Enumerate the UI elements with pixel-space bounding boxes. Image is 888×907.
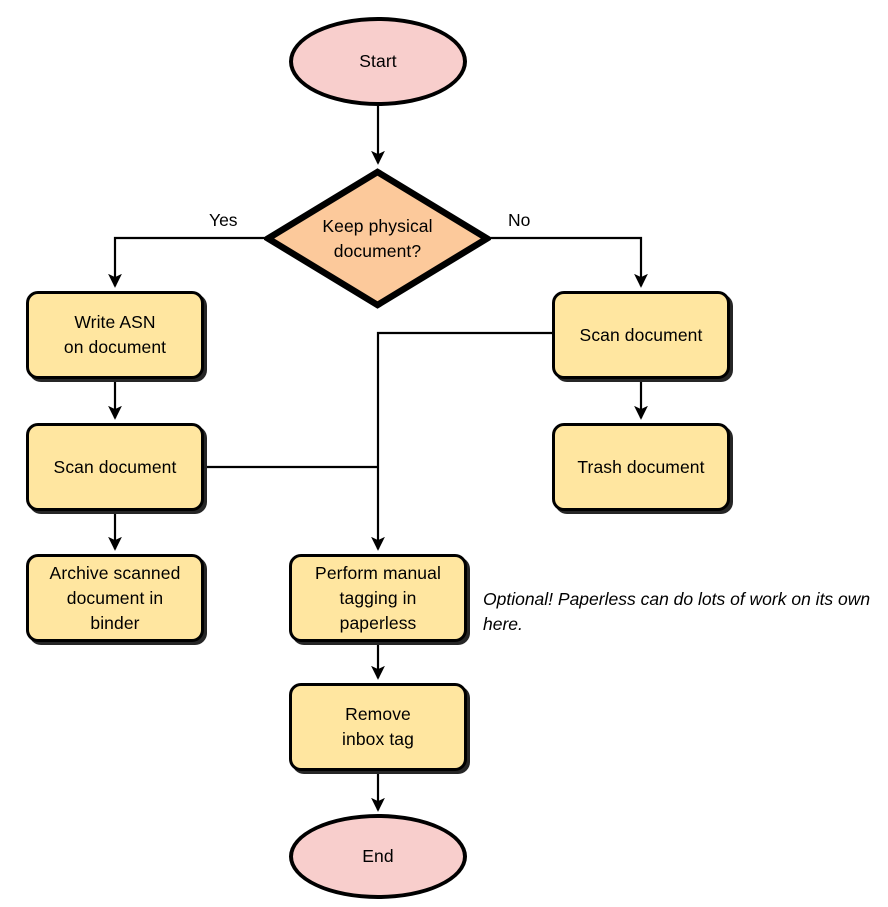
- node-start[interactable]: Start: [289, 17, 467, 106]
- edge-label-no: No: [508, 210, 531, 230]
- node-scan-document-right[interactable]: Scan document: [552, 291, 730, 379]
- node-write-asn-label: Write ASN on document: [63, 312, 167, 357]
- node-trash-document[interactable]: Trash document: [552, 423, 730, 511]
- annotation-optional-paperless-note: Optional! Paperless can do lots of work …: [483, 589, 871, 634]
- node-perform-manual-tagging-in-paperless[interactable]: Perform manual tagging in paperless: [289, 554, 467, 642]
- node-end[interactable]: End: [289, 814, 467, 899]
- edge-decision-yes-to-write-asn: [108, 236, 264, 288]
- node-keep-physical-document-label: Keep physical document?: [322, 215, 433, 261]
- node-write-asn-on-document[interactable]: Write ASN on document: [26, 291, 204, 379]
- decision-diamond-shape: [264, 168, 491, 309]
- node-keep-physical-document-decision[interactable]: Keep physical document?: [264, 168, 491, 309]
- node-trash-document-label: Trash document: [577, 456, 705, 477]
- node-perform-manual-tagging-label: Perform manual tagging in paperless: [315, 562, 441, 633]
- edge-decision-no-to-scan-right: [491, 236, 648, 288]
- node-end-label: End: [362, 846, 394, 866]
- node-scan-document-right-label: Scan document: [579, 324, 703, 345]
- edge-label-yes: Yes: [209, 210, 238, 230]
- node-scan-document-left-label: Scan document: [53, 456, 177, 477]
- node-archive-label: Archive scanned document in binder: [49, 562, 181, 633]
- node-start-label: Start: [359, 51, 397, 71]
- node-remove-inbox-tag[interactable]: Remove inbox tag: [289, 683, 467, 771]
- node-archive-scanned-document-in-binder[interactable]: Archive scanned document in binder: [26, 554, 204, 642]
- node-remove-inbox-tag-label: Remove inbox tag: [342, 704, 414, 749]
- node-scan-document-left[interactable]: Scan document: [26, 423, 204, 511]
- edge-scan-right-to-tagging: [371, 331, 552, 551]
